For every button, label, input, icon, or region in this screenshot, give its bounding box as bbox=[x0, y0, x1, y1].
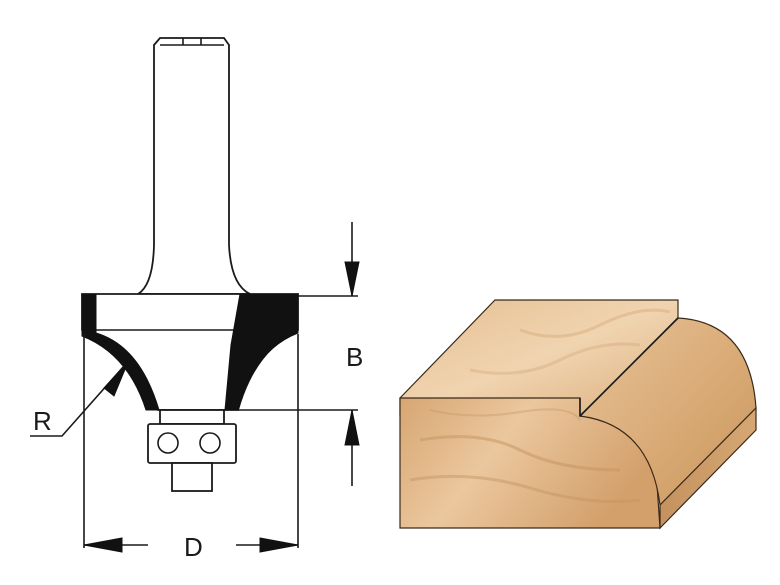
b-arrow-up bbox=[344, 409, 360, 446]
bearing-hole-left bbox=[157, 432, 179, 454]
bearing-screw bbox=[171, 462, 213, 492]
arbor bbox=[159, 409, 225, 425]
b-arrow-down bbox=[344, 261, 360, 297]
router-bit bbox=[81, 37, 299, 492]
d-arrow-right bbox=[259, 537, 299, 553]
wood-profile-illustration bbox=[399, 299, 757, 530]
height-label: B bbox=[346, 342, 363, 372]
radius-label: R bbox=[33, 406, 52, 436]
r-arrow bbox=[103, 361, 129, 397]
bearing-hole-right bbox=[199, 432, 221, 454]
d-arrow-left bbox=[83, 537, 123, 553]
wood-side-face bbox=[659, 406, 757, 530]
diameter-label: D bbox=[184, 532, 203, 562]
bearing bbox=[147, 423, 237, 464]
dimension-lines bbox=[30, 222, 360, 553]
shank bbox=[134, 37, 251, 295]
left-blade bbox=[81, 293, 160, 411]
